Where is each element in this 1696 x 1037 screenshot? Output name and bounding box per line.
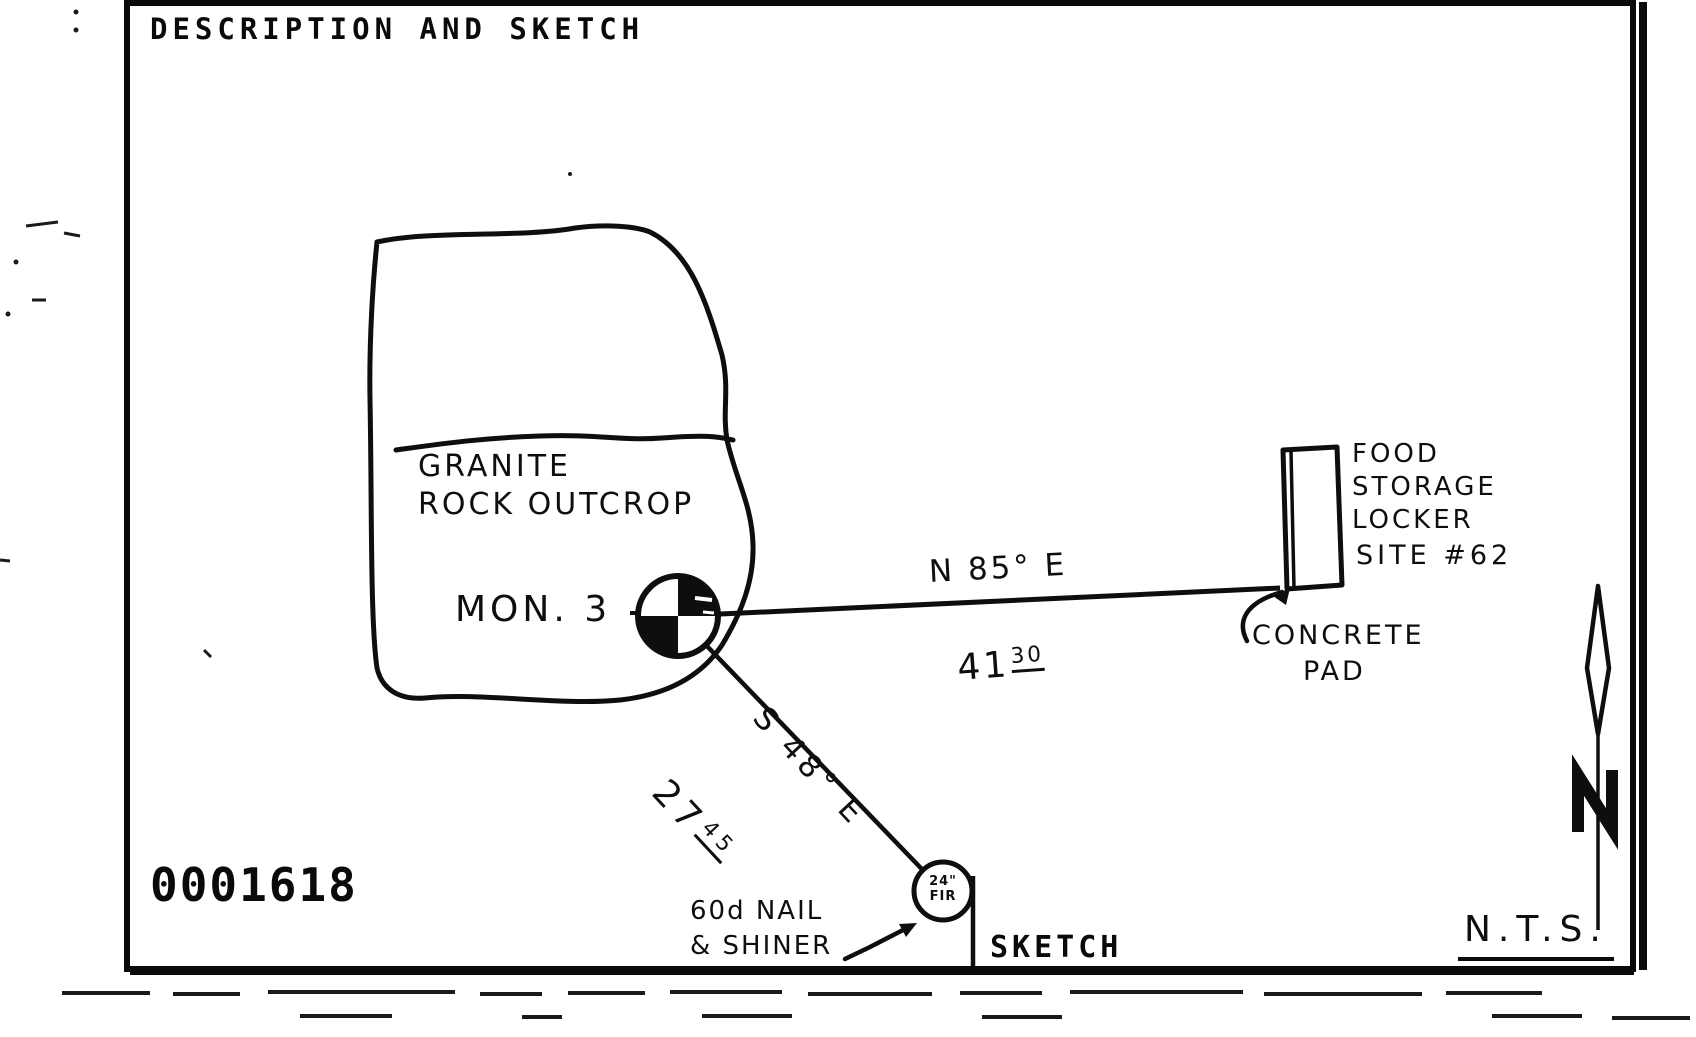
monument-label: MON. 3	[455, 589, 612, 630]
scan-artifact	[5, 9, 572, 317]
scan-artifact	[0, 220, 213, 659]
serial-number: 0001618	[150, 858, 358, 912]
survey-monument-icon	[635, 573, 721, 659]
nail-label: 60d NAIL & SHINER	[690, 896, 833, 961]
bearing-line-fir	[676, 614, 945, 893]
sketch-caption: SKETCH	[990, 930, 1123, 965]
site-label: SITE #62	[1356, 540, 1513, 571]
page-title: DESCRIPTION AND SKETCH	[150, 12, 645, 46]
bearing-line-locker	[677, 585, 1281, 619]
fir-tree-label: 24" FIR	[929, 874, 957, 904]
concrete-label: CONCRETE	[1252, 620, 1425, 651]
north-arrow-icon	[1572, 583, 1618, 930]
outcrop-ledge-line	[393, 433, 736, 453]
distance-feet: 41	[956, 644, 1011, 689]
nail-arrow	[842, 923, 917, 962]
scale-note: N.T.S.	[1458, 908, 1614, 962]
distance-label-locker: 4130	[953, 598, 1046, 690]
distance-decimals: 30	[1009, 641, 1046, 674]
concrete-pad-arrow	[1240, 588, 1290, 644]
pad-label: PAD	[1303, 656, 1366, 687]
rock-outcrop-outline	[367, 223, 756, 705]
page-border	[124, 0, 1636, 972]
storage-locker-outline	[1280, 444, 1345, 592]
bearing-label-locker: N 85° E	[928, 546, 1069, 590]
outcrop-label: GRANITE ROCK OUTCROP	[418, 449, 695, 522]
locker-label: FOOD STORAGE LOCKER	[1352, 439, 1497, 535]
scan-artifact	[62, 990, 1690, 1020]
